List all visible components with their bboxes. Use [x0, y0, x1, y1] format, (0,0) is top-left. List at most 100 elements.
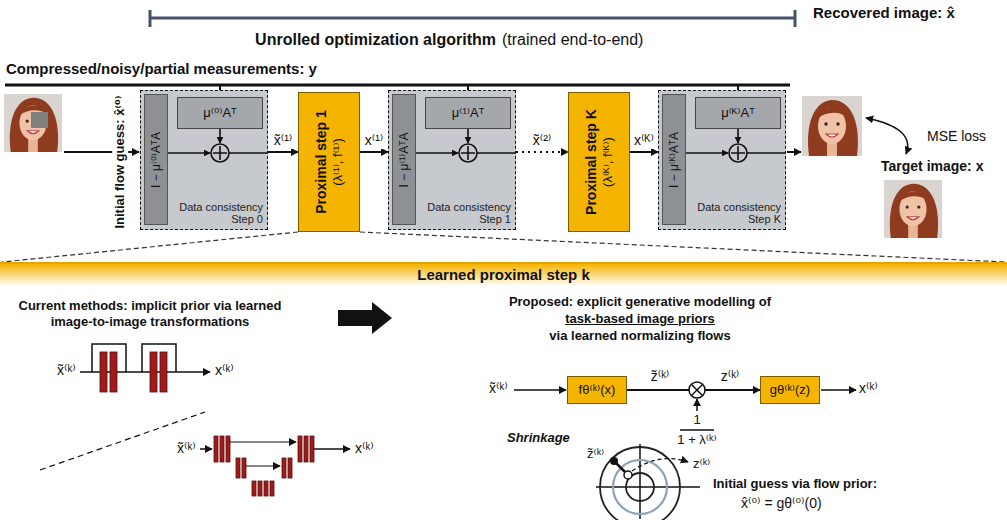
algorithm-bracket [150, 10, 795, 27]
recovered-image [802, 96, 862, 156]
sum-circle [459, 144, 477, 162]
sum-circle [729, 144, 747, 162]
annotation-label: task-based image priors [564, 311, 716, 327]
annotation-label: via learned normalizing flows [548, 328, 731, 344]
annotation-label: x̂⁽⁰⁾ = gθ⁽⁰⁾(0) [740, 495, 823, 512]
signal-arrow [360, 151, 388, 153]
shrinkage-figure [596, 444, 700, 520]
unet-icon [258, 481, 262, 496]
unet-icon [252, 481, 256, 496]
recovered-image [802, 96, 862, 156]
block-caption: Data consistency Step K [697, 201, 781, 226]
node-text: fθ⁽ᵏ⁾(x) [579, 382, 616, 398]
section-band: Learned proximal step k [0, 262, 1007, 286]
flow-box: fθ⁽ᵏ⁾(x) [567, 376, 627, 404]
mse-arrow [866, 118, 908, 154]
rotated-text-group: Proximal step K(λ⁽ᴷ⁾, f⁽ᴷ⁾) [583, 109, 615, 215]
input-image [4, 94, 62, 152]
resnet-icon [80, 371, 210, 373]
transition-arrow [338, 302, 392, 334]
annotation-label: (trained end-to-end) [501, 30, 644, 49]
flow-arrows [696, 399, 698, 411]
unet-icon [270, 481, 274, 496]
flow-box: gθ⁽ᵏ⁾(z) [760, 376, 820, 404]
signal-arrow [630, 151, 658, 153]
operator-strip: I − μ⁽⁰⁾AᵀA [144, 94, 168, 225]
data-consistency-block: μ⁽⁰⁾AᵀI − μ⁽⁰⁾AᵀAData consistency Step 0 [140, 90, 268, 230]
resnet-icon [92, 344, 126, 372]
signal-line [416, 152, 458, 154]
sum-sign [461, 146, 475, 160]
resnet-icon [80, 344, 210, 392]
target-image [884, 180, 942, 238]
node-text: I − μ⁽⁰⁾AᵀA [149, 132, 163, 188]
unet-icon [264, 481, 268, 496]
unet-icon [314, 448, 350, 450]
unet-icon [214, 436, 218, 462]
signal-line [747, 152, 785, 154]
signal-line [477, 152, 515, 154]
sum-sign [213, 146, 227, 160]
algorithm-bracket [794, 10, 797, 27]
unet-icon [220, 436, 224, 462]
unet-icon [304, 436, 308, 462]
signal-label: x̃⁽²⁾ [532, 132, 553, 149]
multiply-symbol [689, 382, 705, 398]
zoom-lines [2, 232, 1005, 262]
annotation-label: z⁽ᵏ⁾ [692, 456, 711, 472]
operator-box: μ⁽¹⁾Aᵀ [425, 97, 511, 129]
multiply-symbol [689, 382, 705, 398]
shrinkage-figure [610, 457, 618, 465]
shrinkage-figure [616, 463, 625, 472]
algorithm-bracket [149, 10, 152, 27]
input-image [4, 94, 62, 152]
signal-line [229, 152, 267, 154]
signal-line [219, 129, 221, 143]
rotated-text-group: I − μ⁽⁰⁾AᵀA [149, 132, 163, 188]
resnet-icon [110, 352, 117, 392]
signal-label: x⁽¹⁾ [364, 132, 385, 149]
signal-arrow [516, 151, 568, 153]
data-consistency-block: μ⁽¹⁾AᵀI − μ⁽¹⁾AᵀAData consistency Step 1 [388, 90, 516, 230]
unet-icon [200, 436, 350, 496]
node-text: Proximal step 1 [313, 110, 330, 214]
unet-icon [226, 436, 230, 462]
annotation-label: Shrinkage [506, 430, 571, 446]
annotation-label: Compressed/noisy/partial measurements: y [5, 60, 318, 78]
unet-icon [236, 458, 240, 478]
sum-sign [731, 146, 745, 160]
annotation-label: x⁽ᵏ⁾ [858, 380, 879, 397]
annotation-label: Initial flow guess: x̂⁽⁰⁾ [112, 94, 128, 229]
shrinkage-figure [624, 471, 632, 479]
annotation-label: Target image: x [880, 158, 984, 175]
annotation-label: x⁽ᵏ⁾ [214, 362, 235, 379]
annotation-label: Proposed: explicit generative modelling … [508, 294, 772, 310]
unet-icon [242, 458, 246, 478]
node-text: μ⁽ᴷ⁾Aᵀ [721, 105, 755, 121]
flow-arrows [821, 389, 856, 391]
node-text: gθ⁽ᵏ⁾(z) [770, 382, 810, 398]
proximal-step-box: Proximal step K(λ⁽ᴷ⁾, f⁽ᴷ⁾) [568, 92, 630, 232]
algorithm-bracket [150, 17, 795, 20]
shrinkage-figure [639, 444, 641, 519]
node-text: μ⁽⁰⁾Aᵀ [203, 105, 236, 121]
resnet-icon [100, 352, 107, 392]
zoom-lines [2, 232, 298, 262]
signal-line [467, 129, 469, 143]
signal-line [686, 152, 728, 154]
output-arrow [787, 151, 801, 153]
multiply-symbol [692, 385, 703, 396]
proximal-step-box: Proximal step 1(λ⁽¹⁾, f⁽¹⁾) [298, 92, 360, 232]
resnet-icon [150, 352, 157, 392]
input-image [31, 112, 48, 128]
unet-icon [298, 436, 302, 462]
annotation-label: Unrolled optimization algorithm [254, 30, 497, 49]
node-text: (λ⁽ᴷ⁾, f⁽ᴷ⁾) [600, 109, 616, 215]
sum-circle [211, 144, 229, 162]
annotation-label: Initial guess via flow prior: [712, 476, 878, 492]
annotation-label: 1 [692, 412, 701, 428]
operator-box: μ⁽ᴷ⁾Aᵀ [695, 97, 781, 129]
